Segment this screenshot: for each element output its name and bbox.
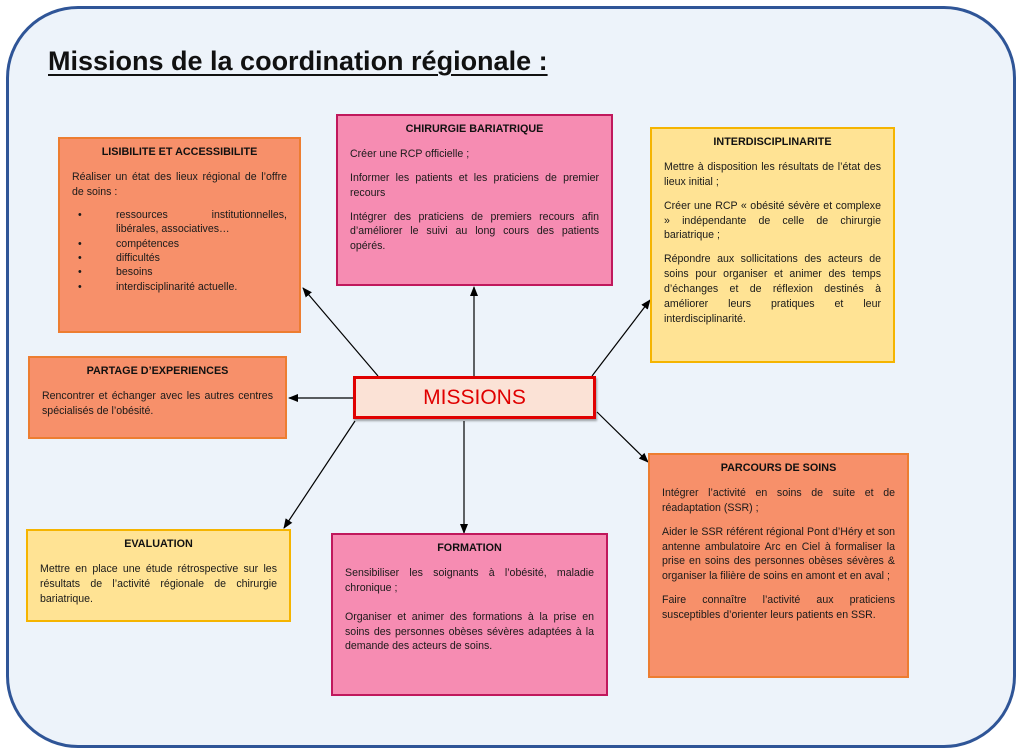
box-parcours-item: Aider le SSR référent régional Pont d’Hé… — [662, 525, 895, 583]
box-evaluation-heading: EVALUATION — [124, 538, 193, 550]
box-interdisciplinarite-item: Répondre aux sollicitations des acteurs … — [664, 253, 881, 325]
box-formation: FORMATION Sensibiliser les soignants à l… — [331, 533, 608, 696]
box-parcours-item: Faire connaître l’activité aux praticien… — [662, 594, 895, 621]
box-partage: PARTAGE D’EXPERIENCES Rencontrer et écha… — [28, 356, 287, 439]
box-parcours-heading: PARCOURS DE SOINS — [720, 462, 837, 474]
box-parcours-item: Intégrer l’activité en soins de suite et… — [662, 487, 895, 514]
box-chirurgie-item: Créer une RCP officielle ; — [350, 148, 470, 161]
box-chirurgie: CHIRURGIE BARIATRIQUE Créer une RCP offi… — [336, 114, 613, 286]
box-lisibilite: LISIBILITE ET ACCESSIBILITE Réaliser un … — [58, 137, 301, 333]
box-partage-heading: PARTAGE D’EXPERIENCES — [86, 365, 229, 377]
list-item: interdisciplinarité actuelle. — [72, 280, 287, 295]
box-evaluation-item: Mettre en place une étude rétrospective … — [40, 563, 277, 605]
box-formation-item: Sensibiliser les soignants à l’obésité, … — [345, 567, 594, 594]
box-parcours: PARCOURS DE SOINS Intégrer l’activité en… — [648, 453, 909, 678]
box-interdisciplinarite-item: Mettre à disposition les résultats de l’… — [664, 161, 881, 188]
list-item: compétences — [72, 237, 287, 252]
box-chirurgie-item: Intégrer des praticiens de premiers reco… — [350, 210, 599, 253]
box-evaluation: EVALUATION Mettre en place une étude rét… — [26, 529, 291, 622]
box-formation-heading: FORMATION — [437, 542, 502, 554]
box-partage-item: Rencontrer et échanger avec les autres c… — [42, 390, 273, 417]
page-title: Missions de la coordination régionale : — [48, 46, 548, 76]
list-item: besoins — [72, 265, 287, 280]
box-interdisciplinarite: INTERDISCIPLINARITE Mettre à disposition… — [650, 127, 895, 363]
box-lisibilite-heading: LISIBILITE ET ACCESSIBILITE — [101, 146, 258, 158]
box-interdisciplinarite-item: Créer une RCP « obésité sévère et comple… — [664, 199, 881, 242]
list-item: difficultés — [72, 251, 287, 266]
box-lisibilite-intro: Réaliser un état des lieux régional de l… — [72, 171, 287, 198]
missions-center-box: MISSIONS — [353, 376, 596, 419]
box-chirurgie-item: Informer les patients et les praticiens … — [350, 171, 599, 199]
box-lisibilite-list: ressources institutionnelles, libérales,… — [72, 208, 287, 295]
box-interdisciplinarite-heading: INTERDISCIPLINARITE — [713, 136, 832, 148]
box-chirurgie-heading: CHIRURGIE BARIATRIQUE — [405, 123, 544, 135]
list-item: ressources institutionnelles, libérales,… — [72, 208, 287, 237]
box-formation-item: Organiser et animer des formations à la … — [345, 610, 594, 653]
